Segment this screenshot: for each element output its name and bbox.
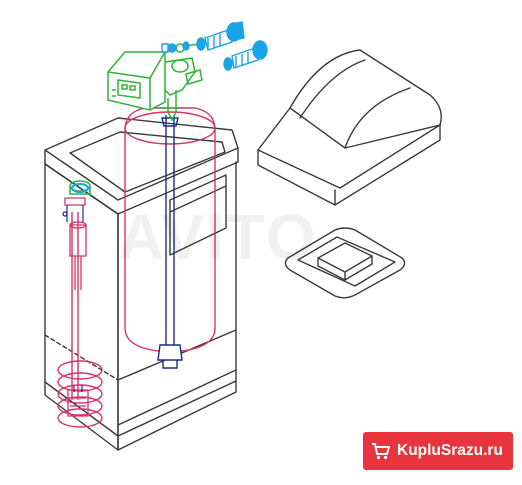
control-valve: [69, 43, 203, 195]
cabinet: [44, 117, 239, 451]
brine-coil: [57, 360, 103, 428]
resin-tank: [57, 107, 216, 428]
float-assembly: [62, 205, 84, 392]
brine-valve: [64, 197, 89, 417]
bypass-fittings: [70, 21, 268, 194]
separate-lid: [257, 49, 442, 206]
salt-tray: [284, 227, 406, 299]
riser-tube: [157, 115, 183, 369]
seller-badge[interactable]: KupluSrazu.ru: [363, 432, 513, 470]
badge-label: KupluSrazu.ru: [397, 442, 503, 459]
shopping-cart-icon: [371, 441, 391, 461]
